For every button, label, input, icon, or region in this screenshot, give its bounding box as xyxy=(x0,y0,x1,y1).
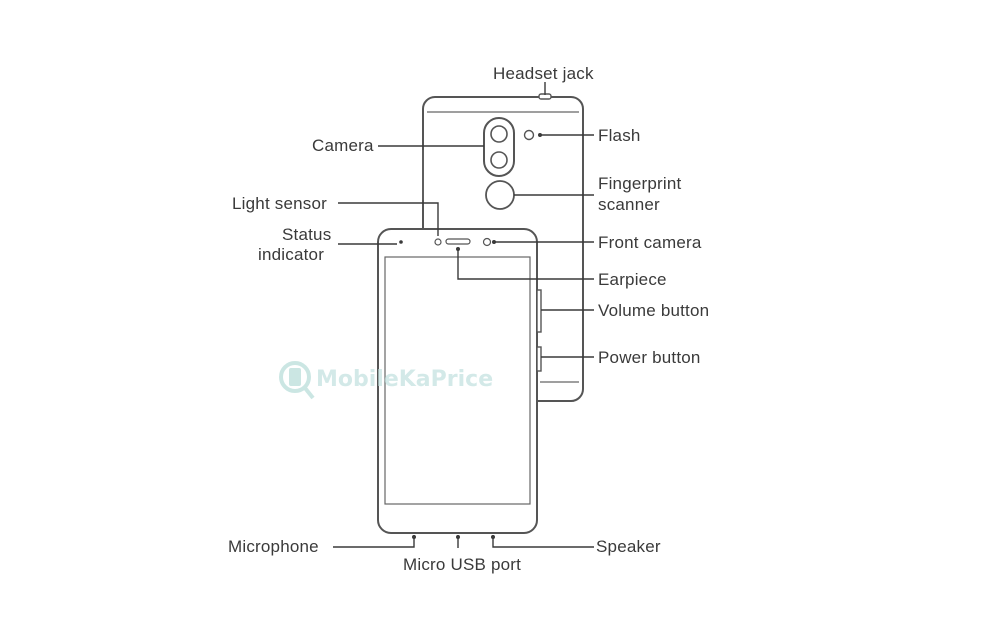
fingerprint-scanner-icon xyxy=(485,180,515,210)
label-fingerprint-line2: scanner xyxy=(598,195,660,214)
power-button-icon xyxy=(536,346,542,372)
label-status-line1: Status xyxy=(282,225,331,244)
volume-button-icon xyxy=(536,289,542,333)
leader-front-camera-dot xyxy=(492,240,496,244)
camera-lens-bottom-icon xyxy=(490,151,508,169)
label-volume-button: Volume button xyxy=(598,301,709,320)
label-headset-jack: Headset jack xyxy=(493,64,594,83)
camera-lens-top-icon xyxy=(490,125,508,143)
label-camera: Camera xyxy=(312,136,374,155)
label-microphone: Microphone xyxy=(228,537,319,556)
leader-micro-usb-dot xyxy=(456,535,460,539)
leader-lines xyxy=(333,82,594,548)
label-status-line2: indicator xyxy=(258,245,324,264)
label-earpiece: Earpiece xyxy=(598,270,667,289)
watermark-handle xyxy=(303,386,315,400)
front-camera-icon xyxy=(482,237,492,247)
label-speaker: Speaker xyxy=(596,537,661,556)
screen xyxy=(384,256,531,505)
label-power-button: Power button xyxy=(598,348,701,367)
earpiece-icon xyxy=(445,238,471,245)
label-flash: Flash xyxy=(598,126,641,145)
leader-microphone-dot xyxy=(412,535,416,539)
leader-earpiece-dot xyxy=(456,247,460,251)
label-front-camera: Front camera xyxy=(598,233,702,252)
leader-speaker-dot xyxy=(491,535,495,539)
watermark-text: MobileKaPrice xyxy=(316,367,493,392)
watermark: MobileKaPrice xyxy=(279,361,493,400)
leader-microphone xyxy=(333,535,415,548)
flash-icon xyxy=(523,129,535,141)
watermark-phone-glyph xyxy=(289,368,301,386)
label-micro-usb-port: Micro USB port xyxy=(403,555,521,574)
label-fingerprint-line1: Fingerprint xyxy=(598,174,682,193)
leader-earpiece xyxy=(457,249,594,280)
light-sensor-icon xyxy=(434,238,442,246)
magnifier-phone-icon xyxy=(279,361,311,393)
leader-flash-dot xyxy=(538,133,542,137)
leader-light-sensor xyxy=(338,202,439,236)
labels: Headset jack Camera Flash Fingerprint sc… xyxy=(228,64,709,574)
phone-front xyxy=(377,228,542,534)
leader-speaker xyxy=(492,535,594,548)
status-indicator-icon xyxy=(399,240,403,244)
label-light-sensor: Light sensor xyxy=(232,194,327,213)
